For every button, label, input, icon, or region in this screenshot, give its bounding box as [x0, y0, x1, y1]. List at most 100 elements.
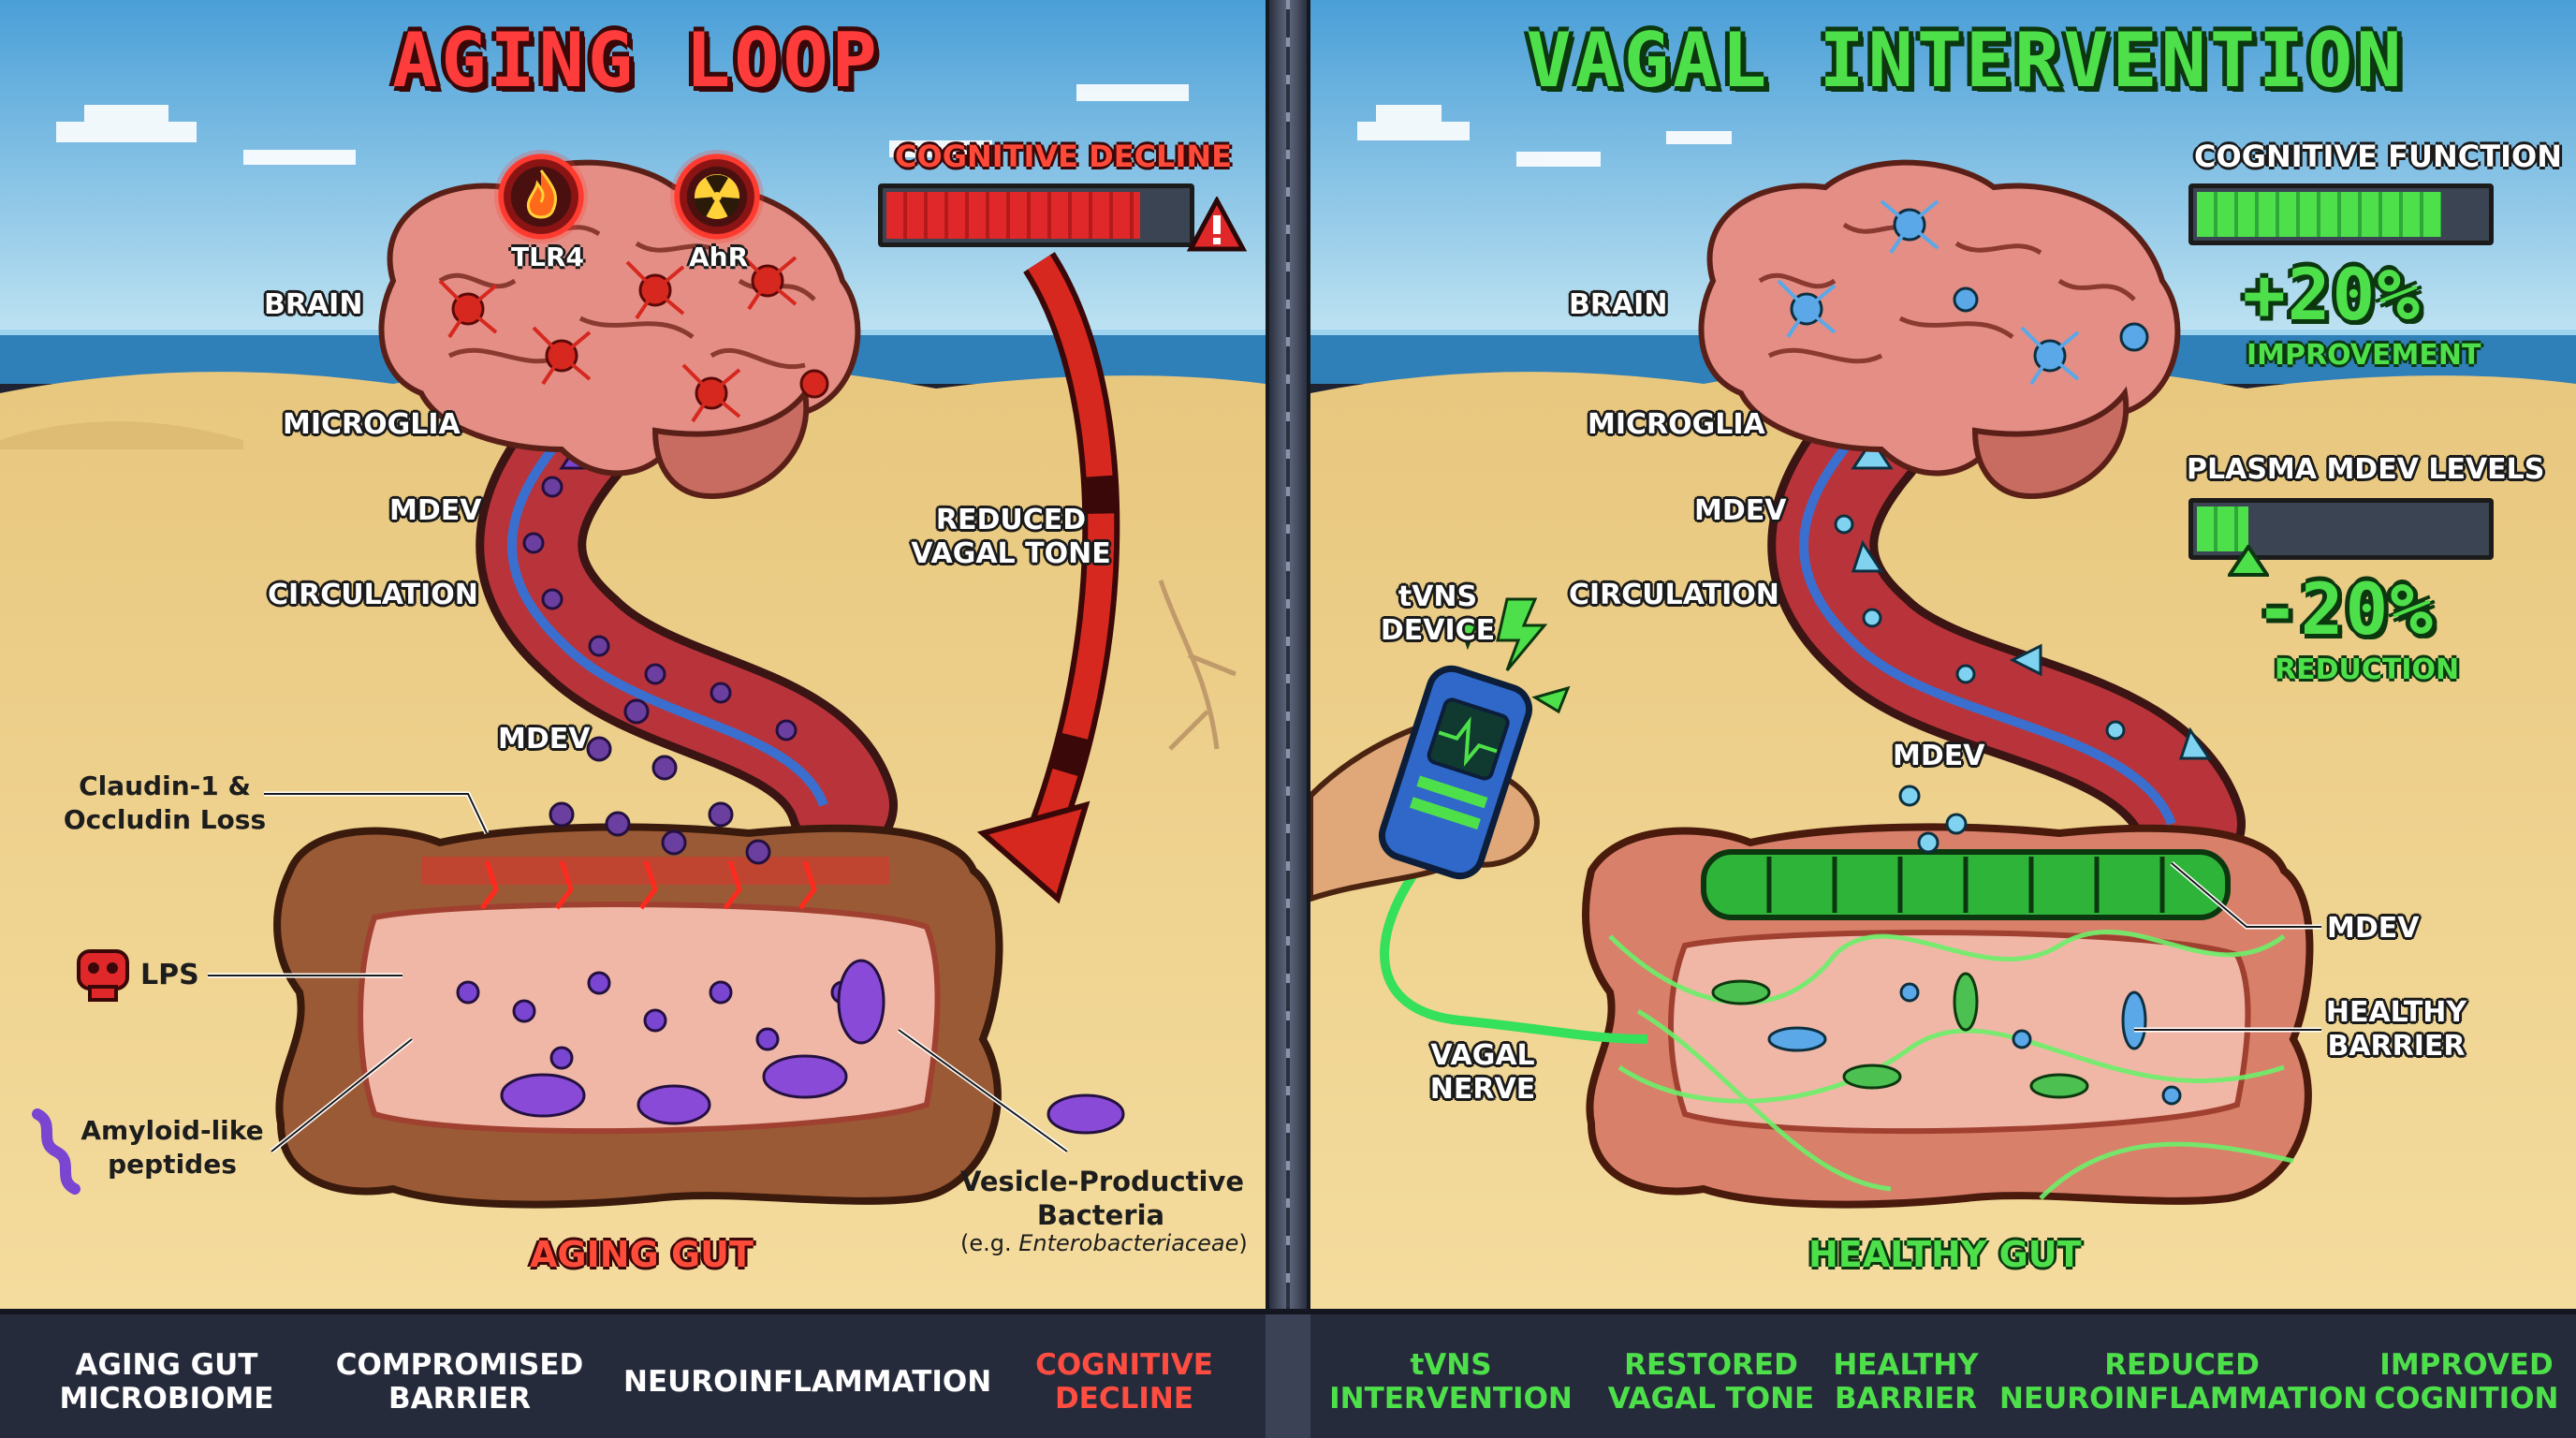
- footer-right-3-line2: BARRIER: [1835, 1382, 1977, 1416]
- label-amyloid: Amyloid-like peptides: [79, 1114, 266, 1181]
- footer-right-2-line2: VAGAL TONE: [1607, 1382, 1815, 1416]
- amyloid-line2: peptides: [108, 1149, 237, 1180]
- footer-left-4-line2: DECLINE: [1054, 1382, 1194, 1416]
- reduced-vagal-tone-line1: REDUCED: [935, 504, 1087, 536]
- bacteria-example-suffix: ): [1238, 1230, 1248, 1256]
- label-healthy-barrier: HEALTHY BARRIER: [2321, 996, 2471, 1064]
- reduction-label: REDUCTION: [2275, 653, 2460, 686]
- footer-right-3: HEALTHY BARRIER: [1831, 1348, 1981, 1416]
- footer-right-1-line2: INTERVENTION: [1329, 1382, 1573, 1416]
- decline-arrow: [1017, 255, 1115, 876]
- skull-icon: [77, 949, 129, 1002]
- mdev-in-vessel: [1834, 514, 2126, 741]
- label-claudin-loss: Claudin-1 & Occludin Loss: [58, 770, 271, 837]
- clouds: [56, 84, 1189, 165]
- clouds: [1357, 105, 1732, 167]
- tvns-device-line1: tVNS: [1398, 580, 1478, 613]
- tvns-device-line2: DEVICE: [1380, 614, 1496, 647]
- footer-left-4-line1: COGNITIVE: [1035, 1348, 1213, 1382]
- footer-right-5-line1: IMPROVED: [2379, 1348, 2554, 1382]
- label-vagal-nerve: VAGAL NERVE: [1417, 1039, 1548, 1107]
- vagal-nerve-line2: NERVE: [1429, 1073, 1536, 1106]
- footer-right-5: IMPROVED COGNITION: [2368, 1348, 2565, 1416]
- improvement-label: IMPROVEMENT: [2247, 339, 2481, 372]
- footer-right-2-line1: RESTORED: [1624, 1348, 1798, 1382]
- bacteria-line1: Vesicle-Productive: [960, 1166, 1245, 1197]
- label-lps: LPS: [140, 959, 199, 991]
- label-bacteria-example: (e.g. Enterobacteriaceae): [960, 1230, 1248, 1256]
- cognitive-function-meter-label: COGNITIVE FUNCTION: [2194, 139, 2562, 174]
- label-circulation: CIRCULATION: [1569, 579, 1779, 611]
- gut-bacteria: [500, 959, 886, 1125]
- label-microglia: MICROGLIA: [283, 408, 461, 441]
- label-circulation: CIRCULATION: [268, 579, 478, 611]
- vagal-nerve-cable: [1380, 858, 1648, 1044]
- vagal-intervention-panel: VAGAL INTERVENTION COGNITIVE FUNCTION +2…: [1310, 0, 2576, 1309]
- aging-loop-scene: [0, 0, 1266, 1309]
- claudin-line1: Claudin-1 &: [79, 770, 251, 801]
- healthy-barrier-line1: HEALTHY: [2325, 996, 2467, 1029]
- inflamed-brain: [378, 159, 861, 500]
- footer-left-3-line1: NEUROINFLAMMATION: [623, 1365, 992, 1399]
- lightning-icon: [1457, 597, 1571, 714]
- footer-left-4: COGNITIVE DECLINE: [1020, 1348, 1228, 1416]
- amyloid-line1: Amyloid-like: [80, 1115, 264, 1146]
- label-mdev-top: MDEV: [1694, 494, 1787, 527]
- healthy-barrier-line2: BARRIER: [2327, 1030, 2466, 1063]
- escaping-mdev: [549, 698, 771, 865]
- warning-icon: [1187, 197, 1247, 252]
- decline-arrowhead-icon: [976, 800, 1090, 904]
- ahr-label: AhR: [689, 242, 749, 272]
- gut-bacteria: [1711, 972, 2089, 1099]
- label-tvns-device: tVNS DEVICE: [1372, 580, 1503, 648]
- bacteria-example-name: Enterobacteriaceae: [1018, 1230, 1239, 1256]
- cognitive-decline-meter: [878, 183, 1194, 247]
- footer-left-1: AGING GUT MICROBIOME: [54, 1348, 279, 1416]
- summary-bar-divider: [1266, 1314, 1310, 1438]
- radiation-icon: [670, 150, 764, 243]
- barrier-tears: [480, 860, 817, 910]
- bacteria-example-prefix: (e.g.: [960, 1230, 1019, 1256]
- footer-right-5-line2: COGNITION: [2374, 1382, 2559, 1416]
- cognitive-function-meter: [2188, 183, 2494, 245]
- healthy-brain: [1698, 159, 2181, 500]
- aging-loop-title: AGING LOOP: [392, 17, 881, 104]
- improvement-value: +20%: [2243, 253, 2422, 336]
- cognitive-function-meter-fill: [2197, 192, 2441, 237]
- reduced-vagal-tone-line2: VAGAL TONE: [911, 537, 1111, 570]
- footer-right-1-line1: tVNS: [1410, 1348, 1492, 1382]
- footer-right-4: REDUCED NEUROINFLAMMATION: [1999, 1348, 2367, 1416]
- gut-mdev-particles: [1767, 982, 2182, 1106]
- vagal-intervention-title: VAGAL INTERVENTION: [1526, 17, 2406, 104]
- panel-divider: [1266, 0, 1310, 1309]
- footer-right-1: tVNS INTERVENTION: [1329, 1348, 1573, 1416]
- label-mdev-mid: MDEV: [1893, 740, 1985, 772]
- aging-loop-panel: AGING LOOP TLR4 AhR COGNITIVE DECLINE BR…: [0, 0, 1266, 1309]
- plasma-mdev-meter: [2188, 498, 2494, 560]
- label-brain: BRAIN: [1569, 288, 1668, 321]
- bacteria-line2: Bacteria: [1036, 1199, 1165, 1231]
- blood-vessel: [484, 393, 889, 852]
- gut-mdev-particles: [456, 971, 855, 1070]
- footer-right-4-line1: REDUCED: [2104, 1348, 2260, 1382]
- plasma-mdev-meter-label: PLASMA MDEV LEVELS: [2187, 453, 2545, 486]
- label-brain: BRAIN: [264, 288, 363, 321]
- label-mdev-top: MDEV: [389, 494, 482, 527]
- withered-vagal-nerve: [1158, 580, 1237, 751]
- tvns-device: [1378, 665, 1533, 880]
- reduction-value: -20%: [2256, 567, 2436, 651]
- footer-left-2-line2: BARRIER: [388, 1382, 531, 1416]
- footer-left-1-line1: AGING GUT: [75, 1348, 258, 1382]
- amyloid-squiggle-icon: [32, 1108, 80, 1195]
- aging-gut: [273, 823, 1003, 1209]
- label-reduced-vagal-tone: REDUCED VAGAL TONE: [908, 504, 1114, 571]
- healthy-gut: [1582, 823, 2314, 1209]
- vagal-intervention-scene: [1310, 0, 2576, 1309]
- summary-bar: AGING GUT MICROBIOME COMPROMISED BARRIER…: [0, 1309, 2576, 1438]
- aging-gut-label: AGING GUT: [530, 1234, 754, 1275]
- label-mdev-mid: MDEV: [498, 723, 591, 756]
- fire-icon: [494, 150, 588, 243]
- label-mdev-right: MDEV: [2327, 912, 2420, 945]
- footer-left-2-line1: COMPROMISED: [335, 1348, 584, 1382]
